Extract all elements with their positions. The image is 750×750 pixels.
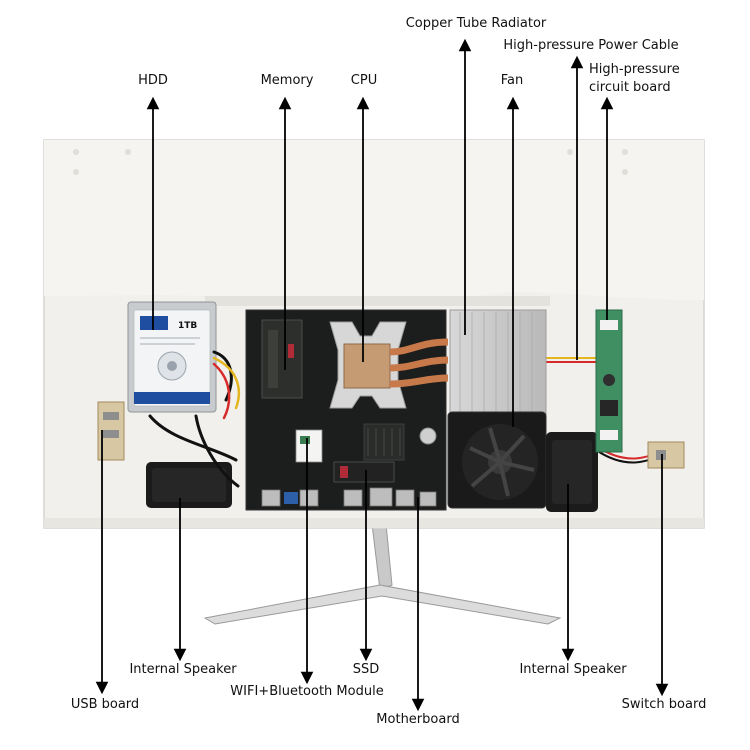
- label-motherboard: Motherboard: [376, 712, 460, 727]
- label-hdd: HDD: [138, 73, 168, 88]
- label-memory: Memory: [260, 73, 314, 88]
- high-pressure-circuit-board: [595, 309, 623, 453]
- label-high-pressure-circuit-board-line2: circuit board: [589, 80, 671, 95]
- label-internal-speaker-left: Internal Speaker: [129, 662, 237, 677]
- internal-speaker-left: [146, 462, 232, 508]
- annotation-arrows: [95, 38, 669, 712]
- monitor-stand: [203, 523, 562, 625]
- label-cpu: CPU: [350, 73, 378, 88]
- label-wifi-bluetooth-module: WIFI+Bluetooth Module: [230, 684, 384, 699]
- label-high-pressure-circuit-board-line1: High-pressure: [589, 62, 680, 77]
- motherboard: [245, 309, 449, 511]
- wifi-bluetooth-card: [295, 429, 323, 463]
- copper-tube-radiator: [449, 309, 547, 415]
- cooling-fan: [447, 411, 547, 509]
- internal-speaker-right: [546, 432, 598, 512]
- label-ssd: SSD: [352, 662, 380, 677]
- hdd-capacity-text: 1TB: [178, 321, 197, 331]
- label-fan: Fan: [500, 73, 524, 88]
- label-switch-board: Switch board: [621, 697, 707, 712]
- label-internal-speaker-right: Internal Speaker: [519, 662, 627, 677]
- label-high-pressure-power-cable: High-pressure Power Cable: [503, 38, 679, 53]
- switch-board: [647, 441, 685, 469]
- hdd-drive: 1TB: [127, 301, 217, 413]
- label-copper-tube-radiator: Copper Tube Radiator: [405, 16, 547, 31]
- label-usb-board: USB board: [70, 697, 140, 712]
- ssd-module: [333, 461, 395, 483]
